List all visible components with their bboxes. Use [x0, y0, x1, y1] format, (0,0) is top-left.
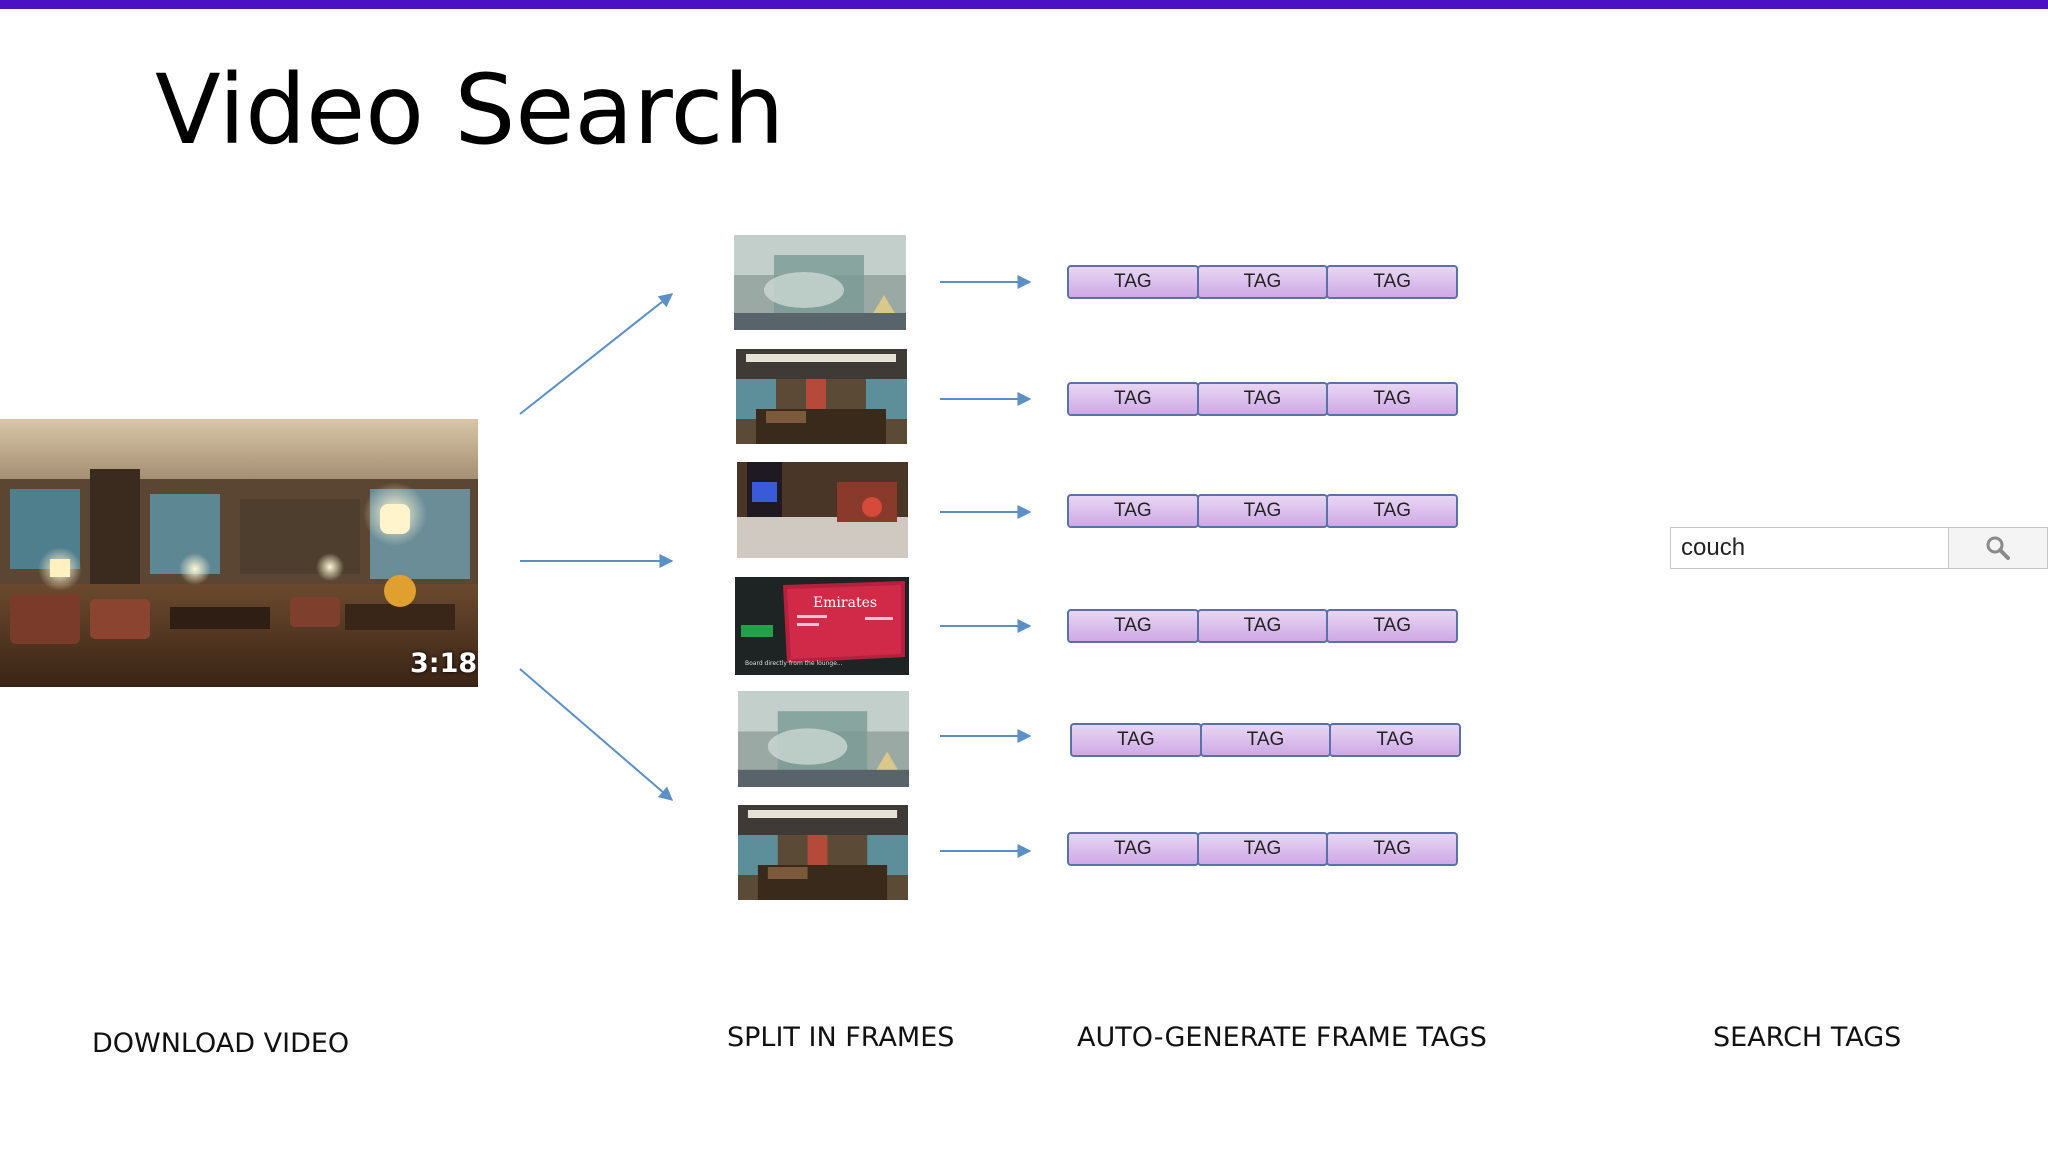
frame-thumbnail-2 [736, 349, 907, 444]
tag: TAG [1067, 382, 1199, 416]
sign-text: Emirates [813, 595, 877, 611]
caption-auto-generate-tags: AUTO-GENERATE FRAME TAGS [1077, 1022, 1487, 1053]
tag-row-1: TAG TAG TAG [1067, 265, 1459, 299]
tag: TAG [1326, 265, 1459, 299]
tag: TAG [1326, 832, 1459, 866]
tag: TAG [1067, 609, 1199, 643]
arrow-to-frames-bottom [519, 668, 674, 801]
frame-thumbnail-6 [738, 805, 908, 900]
search-box [1670, 527, 2048, 569]
tag: TAG [1067, 265, 1199, 299]
tag-row-5: TAG TAG TAG [1070, 723, 1462, 757]
frame-caption-text: Board directly from the lounge... [745, 660, 843, 667]
frame-thumbnail-5 [738, 691, 909, 787]
tag: TAG [1196, 494, 1329, 528]
tag: TAG [1326, 382, 1459, 416]
top-accent-bar [0, 0, 2048, 9]
tag: TAG [1199, 723, 1332, 757]
tag-row-4: TAG TAG TAG [1067, 609, 1459, 643]
frame-thumbnail-4: Emirates Board directly from the lounge.… [735, 577, 909, 675]
tag: TAG [1326, 494, 1459, 528]
page-title: Video Search [155, 54, 785, 166]
caption-download-video: DOWNLOAD VIDEO [92, 1028, 350, 1059]
frame-thumbnail-1 [734, 235, 906, 330]
tag: TAG [1070, 723, 1202, 757]
tag-row-2: TAG TAG TAG [1067, 382, 1459, 416]
caption-split-in-frames: SPLIT IN FRAMES [727, 1022, 955, 1053]
tag: TAG [1067, 494, 1199, 528]
tag: TAG [1326, 609, 1459, 643]
tag: TAG [1196, 265, 1329, 299]
video-thumbnail[interactable] [0, 419, 478, 687]
tag: TAG [1067, 832, 1199, 866]
tag-row-6: TAG TAG TAG [1067, 832, 1459, 866]
tag-row-3: TAG TAG TAG [1067, 494, 1459, 528]
video-duration: 3:18 [410, 648, 478, 679]
search-input[interactable] [1671, 528, 1948, 568]
frame-thumbnail-3 [737, 462, 908, 558]
tag: TAG [1196, 382, 1329, 416]
tag: TAG [1196, 609, 1329, 643]
tag: TAG [1196, 832, 1329, 866]
search-icon [1986, 536, 2010, 560]
search-button[interactable] [1948, 528, 2047, 568]
tag: TAG [1329, 723, 1462, 757]
caption-search-tags: SEARCH TAGS [1713, 1022, 1902, 1053]
arrow-to-frames-top [519, 293, 674, 415]
